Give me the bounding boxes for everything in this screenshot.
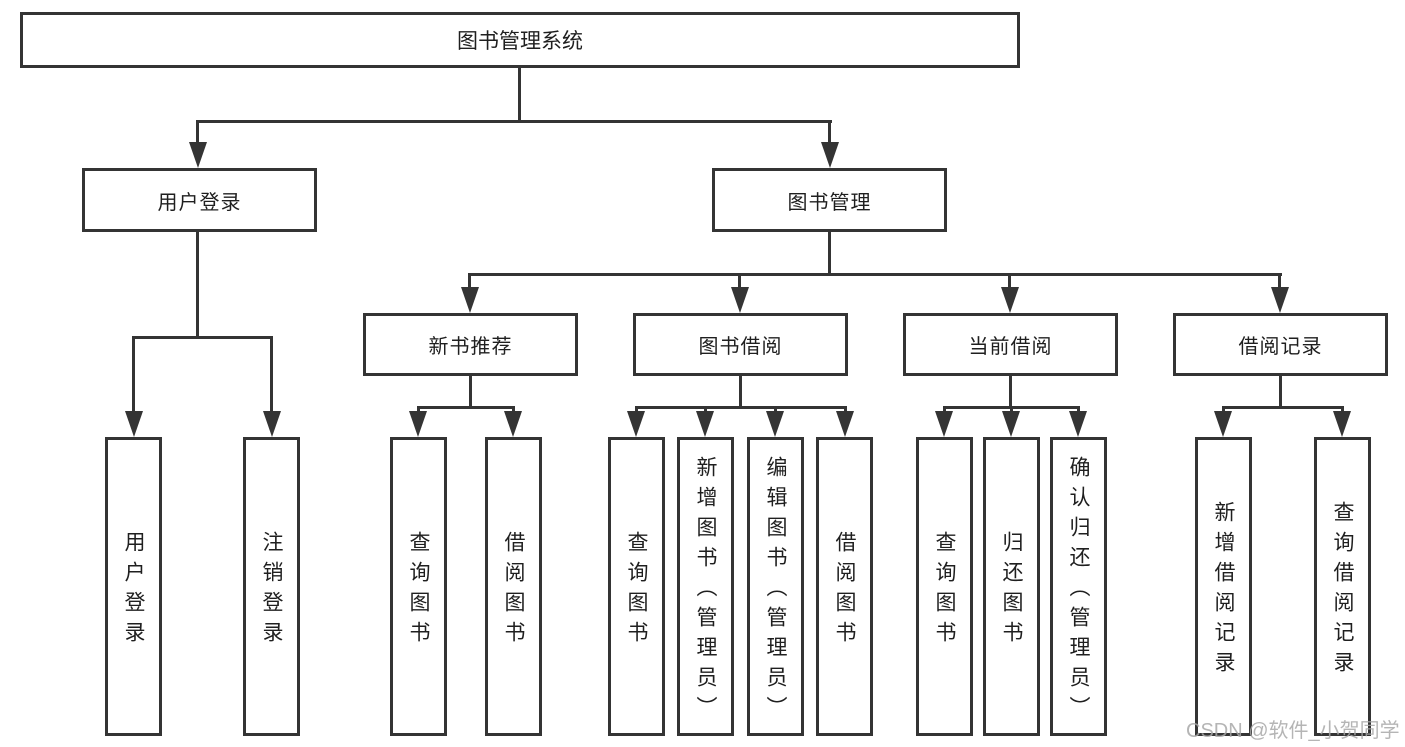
connector-records-stem [1279,376,1282,409]
node-book-management: 图书管理 [712,168,947,232]
leaf-return-books: 归还图书 [983,437,1040,736]
arrowhead-leaf-logout [263,411,281,437]
csdn-watermark: CSDN @软件_小贺同学 [1186,720,1400,742]
leaf-query-books-recommend: 查询图书 [390,437,447,736]
arrowhead-userlogin [189,142,207,168]
leaf-add-books-admin: 新增图书（管理员） [677,437,734,736]
arrowhead-leaf-borrow-recommend [504,411,522,437]
connector-leaf-logout-drop [270,336,273,414]
leaf-query-books-borrow: 查询图书 [608,437,665,736]
leaf-confirm-return-admin: 确认归还（管理员） [1050,437,1107,736]
node-borrow-records: 借阅记录 [1173,313,1388,376]
leaf-user-login: 用户登录 [105,437,162,736]
node-root: 图书管理系统 [20,12,1020,68]
connector-userlogin-drop [196,120,199,148]
node-current-borrow: 当前借阅 [903,313,1118,376]
connector-currentborrow-stem [1009,376,1012,409]
leaf-borrow-books-recommend: 借阅图书 [485,437,542,736]
connector-bookmgmt-stem [828,232,831,276]
arrowhead-bookmgmt [821,142,839,168]
connector-userlogin-hline [132,336,273,339]
connector-level2-hline [196,120,832,123]
arrowhead-leaf-userlogin [125,411,143,437]
connector-l3-drop-1 [468,273,471,291]
connector-l3-drop-4 [1278,273,1281,291]
connector-bookborrow-hline [635,406,846,409]
arrowhead-leaf-confirm-return [1069,411,1087,437]
arrowhead-borrow-records [1271,287,1289,313]
node-new-book-recommend: 新书推荐 [363,313,578,376]
arrowhead-new-book-recommend [461,287,479,313]
connector-recommend-hline [417,406,515,409]
arrowhead-leaf-borrow-books [836,411,854,437]
connector-level3-hline [468,273,1282,276]
node-user-login: 用户登录 [82,168,317,232]
connector-l3-drop-2 [738,273,741,291]
connector-records-hline [1222,406,1343,409]
connector-bookmgmt-drop [828,120,831,148]
leaf-logout: 注销登录 [243,437,300,736]
leaf-query-books-current: 查询图书 [916,437,973,736]
arrowhead-book-borrow [731,287,749,313]
leaf-edit-books-admin: 编辑图书（管理员） [747,437,804,736]
arrowhead-leaf-add-books [696,411,714,437]
arrowhead-leaf-query-borrow [627,411,645,437]
connector-bookborrow-stem [739,376,742,409]
arrowhead-leaf-return-books [1002,411,1020,437]
leaf-borrow-books: 借阅图书 [816,437,873,736]
arrowhead-leaf-add-record [1214,411,1232,437]
leaf-query-borrow-record: 查询借阅记录 [1314,437,1371,736]
arrowhead-leaf-query-record [1333,411,1351,437]
arrowhead-leaf-query-recommend [409,411,427,437]
node-book-borrow: 图书借阅 [633,313,848,376]
arrowhead-current-borrow [1001,287,1019,313]
connector-leaf-userlogin-drop [132,336,135,414]
connector-l3-drop-3 [1008,273,1011,291]
arrowhead-leaf-query-current [935,411,953,437]
connector-userlogin-stem [196,232,199,339]
connector-recommend-stem [469,376,472,409]
leaf-add-borrow-record: 新增借阅记录 [1195,437,1252,736]
connector-root-stem [518,68,521,122]
arrowhead-leaf-edit-books [766,411,784,437]
